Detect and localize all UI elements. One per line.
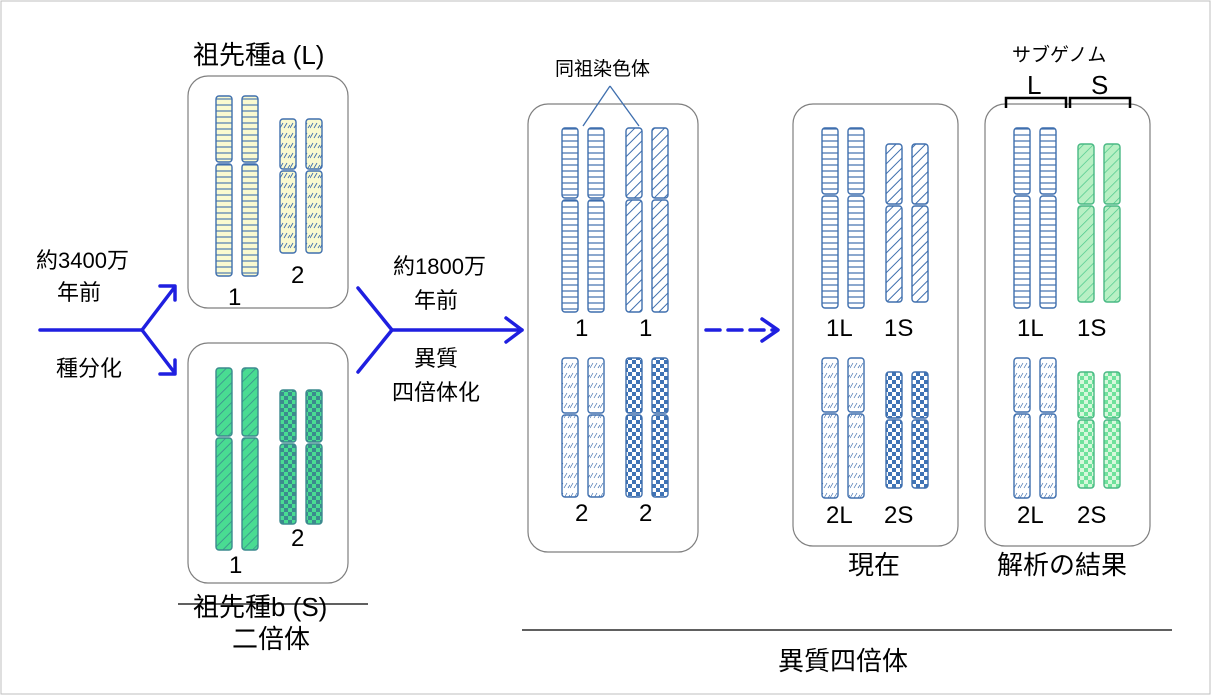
chromosome-t2S-b	[651, 357, 669, 498]
chromosome-p2L-b	[847, 357, 865, 499]
chromosome-label: 1	[229, 552, 243, 579]
time1-line1: 約3400万	[36, 248, 129, 273]
chromosome-label: 1L	[826, 315, 853, 342]
allotetraploid-label: 異質四倍体	[778, 646, 909, 676]
chromosome-label: 2	[291, 525, 305, 552]
analysis-label: 解析の結果	[997, 550, 1128, 580]
chromosome-label: 2	[291, 262, 305, 289]
merge-arrow-icon	[356, 286, 524, 374]
ancestor-b-box	[187, 342, 349, 584]
chromosome-r2S-a	[1077, 371, 1095, 489]
subgenome-S: S	[1091, 70, 1109, 100]
chromosome-label: 1L	[1017, 315, 1044, 342]
chromosome-r2S-b	[1103, 371, 1121, 489]
chromosome-a2-a	[279, 118, 297, 254]
chromosome-t2L-b	[587, 357, 605, 498]
speciation-label: 種分化	[56, 356, 123, 381]
chromosome-p1L-b	[847, 127, 865, 309]
diploid-label: 二倍体	[232, 624, 311, 654]
chromosome-p1L-a	[821, 127, 839, 309]
subgenome-label: サブゲノム	[1012, 45, 1107, 66]
allo-line2: 四倍体化	[392, 380, 481, 405]
chromosome-b2-b	[305, 389, 323, 525]
time2-line1: 約1800万	[393, 254, 486, 279]
ancestor-a-box	[187, 75, 349, 309]
ancestor-b-label: 祖先種b (S)	[193, 592, 328, 622]
chromosome-r1S-b	[1103, 143, 1121, 303]
chromosome-label: 2L	[826, 502, 853, 529]
chromosome-p2L-a	[821, 357, 839, 499]
chromosome-p2S-a	[885, 371, 903, 489]
chromosome-p2S-b	[911, 371, 929, 489]
chromosome-p1S-b	[911, 143, 929, 303]
chromosome-b2-a	[279, 389, 297, 525]
allo-line1: 異質	[414, 346, 459, 371]
time2-line2: 年前	[414, 288, 459, 313]
present-box	[792, 103, 959, 547]
chromosome-label: 1	[575, 315, 589, 342]
chromosome-p1S-a	[885, 143, 903, 303]
chromosome-t2S-a	[625, 357, 643, 498]
branch-arrow-icon	[38, 284, 177, 376]
tetraploid-box	[527, 103, 699, 553]
chromosome-a1-b	[241, 95, 259, 277]
chromosome-label: 1	[228, 284, 242, 311]
chromosome-r1S-a	[1077, 143, 1095, 303]
chromosome-r1L-b	[1039, 127, 1057, 309]
chromosome-label: 2L	[1017, 502, 1044, 529]
chromosome-r2L-b	[1039, 357, 1057, 499]
chromosome-label: 1S	[884, 315, 914, 342]
chromosome-t1S-b	[651, 127, 669, 313]
chromosome-b1-b	[241, 367, 259, 551]
chromosome-t1L-a	[561, 127, 579, 313]
chromosome-label: 1S	[1077, 315, 1107, 342]
chromosome-t2L-a	[561, 357, 579, 498]
chromosome-label: 1	[639, 315, 653, 342]
chromosome-r1L-a	[1013, 127, 1031, 309]
chromosome-a2-b	[305, 118, 323, 254]
chromosome-layer	[215, 95, 1121, 551]
chromosome-t1L-b	[587, 127, 605, 313]
chromosome-label: 2	[639, 500, 653, 527]
bracket-icon	[1004, 96, 1132, 108]
chromosome-b1-a	[215, 367, 233, 551]
present-label: 現在	[848, 550, 901, 580]
chromosome-label: 2S	[884, 502, 914, 529]
chromosome-t1S-a	[625, 127, 643, 313]
dashed-arrow-icon	[704, 317, 780, 343]
chromosome-a1-a	[215, 95, 233, 277]
homologous-label: 同祖染色体	[555, 59, 651, 80]
chromosome-label: 2	[575, 500, 589, 527]
chromosome-label: 2S	[1077, 502, 1107, 529]
chromosome-r2L-a	[1013, 357, 1031, 499]
time1-line2: 年前	[57, 280, 102, 305]
subgenome-L: L	[1027, 70, 1042, 100]
ancestor-a-label: 祖先種a (L)	[193, 40, 325, 70]
analysis-box	[984, 103, 1151, 547]
homolog-pointer	[582, 85, 640, 127]
